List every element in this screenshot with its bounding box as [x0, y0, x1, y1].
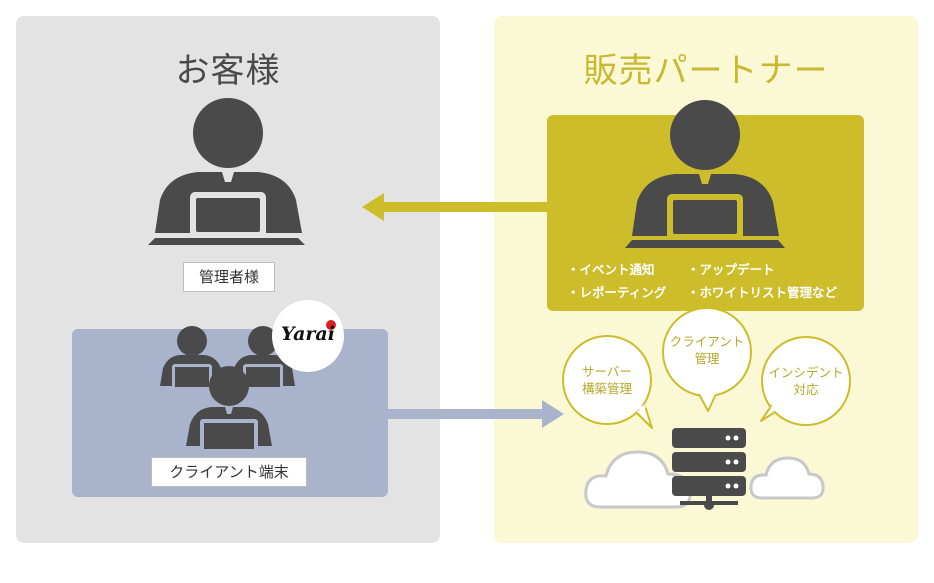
partner-person-icon	[625, 100, 785, 248]
bubble-client-line1: クライアント	[669, 334, 745, 349]
client-terminal-label: クライアント端末	[151, 457, 307, 487]
yarai-logo-text: Yarai	[281, 323, 335, 345]
arrow-client-to-partner	[388, 400, 564, 428]
admin-person-icon	[148, 98, 305, 245]
feature-whitelist: ・ホワイトリスト管理など	[687, 285, 838, 300]
server-icon	[672, 428, 746, 510]
bubble-server-line1: サーバー	[582, 364, 632, 379]
client-person-icon-center	[186, 366, 272, 453]
cloud-icon-right	[749, 456, 825, 500]
bubble-client-line2: 管理	[694, 351, 720, 366]
client-person-icon-left	[160, 326, 224, 390]
bubble-client-management	[662, 307, 752, 412]
client-person-icon-right	[231, 326, 295, 390]
arrow-partner-to-customer	[362, 193, 548, 221]
bubble-server-line2: 構築管理	[581, 381, 632, 396]
partner-title: 販売パートナー	[583, 51, 829, 91]
bubble-incident-response	[760, 336, 851, 426]
bubble-incident-text: インシデント 対応	[762, 364, 850, 398]
bubble-incident-line2: 対応	[793, 382, 819, 397]
bubble-server-management	[562, 335, 653, 429]
feature-reporting: ・レポーティング	[567, 285, 667, 300]
bubble-incident-line1: インシデント	[768, 365, 844, 380]
feature-update: ・アップデート	[687, 262, 775, 277]
yarai-logo-icon	[272, 300, 344, 372]
bubble-client-text: クライアント 管理	[663, 333, 751, 367]
admin-label: 管理者様	[183, 262, 275, 292]
bubble-server-text: サーバー 構築管理	[567, 363, 647, 397]
customer-title: お客様	[175, 51, 281, 91]
feature-event-notification: ・イベント通知	[567, 262, 655, 277]
